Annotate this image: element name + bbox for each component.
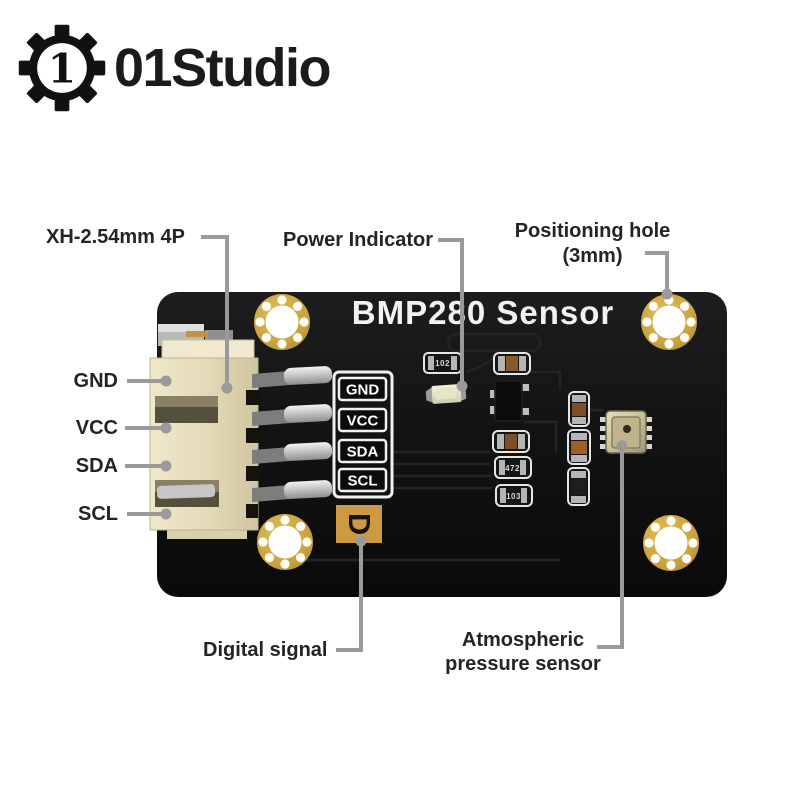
label-pin-gnd: GND xyxy=(73,370,118,392)
positioning-hole-top-left xyxy=(254,294,310,350)
connector-notch-top xyxy=(155,396,218,423)
bmp280-chip xyxy=(600,410,652,454)
connector-notch-bottom xyxy=(155,480,219,507)
silk-label-sda: SDA xyxy=(347,444,379,461)
label-positioning-hole: Positioning hole (3mm) xyxy=(514,220,671,267)
silk-label-scl: SCL xyxy=(348,473,378,490)
xh-connector xyxy=(149,339,333,539)
label-digital-signal: Digital signal xyxy=(203,639,328,661)
gear-logo-icon: 1 xyxy=(18,24,106,112)
connector-pins xyxy=(252,366,333,502)
label-atmospheric-sensor: Atmospheric pressure sensor xyxy=(445,629,601,675)
brand-logo: 1 01Studio xyxy=(16,22,332,114)
label-pin-sda: SDA xyxy=(75,455,118,477)
pcb-traces xyxy=(300,332,604,562)
vertical-capacitor xyxy=(567,429,591,465)
label-pin-vcc: VCC xyxy=(75,417,118,439)
board-title: BMP280 Sensor xyxy=(352,294,614,331)
callout-line-atmospheric xyxy=(597,450,624,649)
resistor-103: 103 xyxy=(495,484,533,507)
vertical-resistor-2 xyxy=(567,467,590,506)
svg-text:103: 103 xyxy=(506,492,521,501)
gear-numeral: 1 xyxy=(48,45,76,93)
smd-components: 102 xyxy=(158,324,652,507)
callout-line-digital xyxy=(336,545,363,652)
capacitor xyxy=(493,352,531,375)
positioning-hole-bottom-left xyxy=(257,514,313,570)
callout-lines xyxy=(125,235,669,652)
positioning-holes xyxy=(254,294,699,571)
resistor-brown xyxy=(492,430,530,453)
resistor-102: 102 xyxy=(423,352,462,374)
callout-line-positioning xyxy=(645,251,669,290)
silk-pin-labels: GND VCC SDA SCL xyxy=(332,370,394,499)
callout-dots xyxy=(160,288,673,547)
svg-text:472: 472 xyxy=(505,464,520,473)
svg-text:102: 102 xyxy=(435,359,450,368)
label-power-indicator: Power Indicator xyxy=(283,229,434,251)
label-connector: XH-2.54mm 4P xyxy=(46,226,185,248)
vertical-resistor-1 xyxy=(568,391,590,427)
brand-name: 01Studio xyxy=(114,38,332,98)
callout-line-power xyxy=(438,238,464,382)
positioning-hole-bottom-right xyxy=(643,515,699,571)
label-pin-scl: SCL xyxy=(78,503,118,525)
positioning-hole-top-right xyxy=(641,294,697,350)
callout-line-connector xyxy=(201,235,229,385)
transistor xyxy=(490,380,529,422)
digital-marker: D xyxy=(336,505,382,543)
silk-label-gnd: GND xyxy=(346,382,380,399)
silk-label-vcc: VCC xyxy=(347,413,379,430)
resistor-472: 472 xyxy=(494,456,532,479)
digital-marker-letter: D xyxy=(342,513,377,535)
power-led xyxy=(425,384,467,404)
